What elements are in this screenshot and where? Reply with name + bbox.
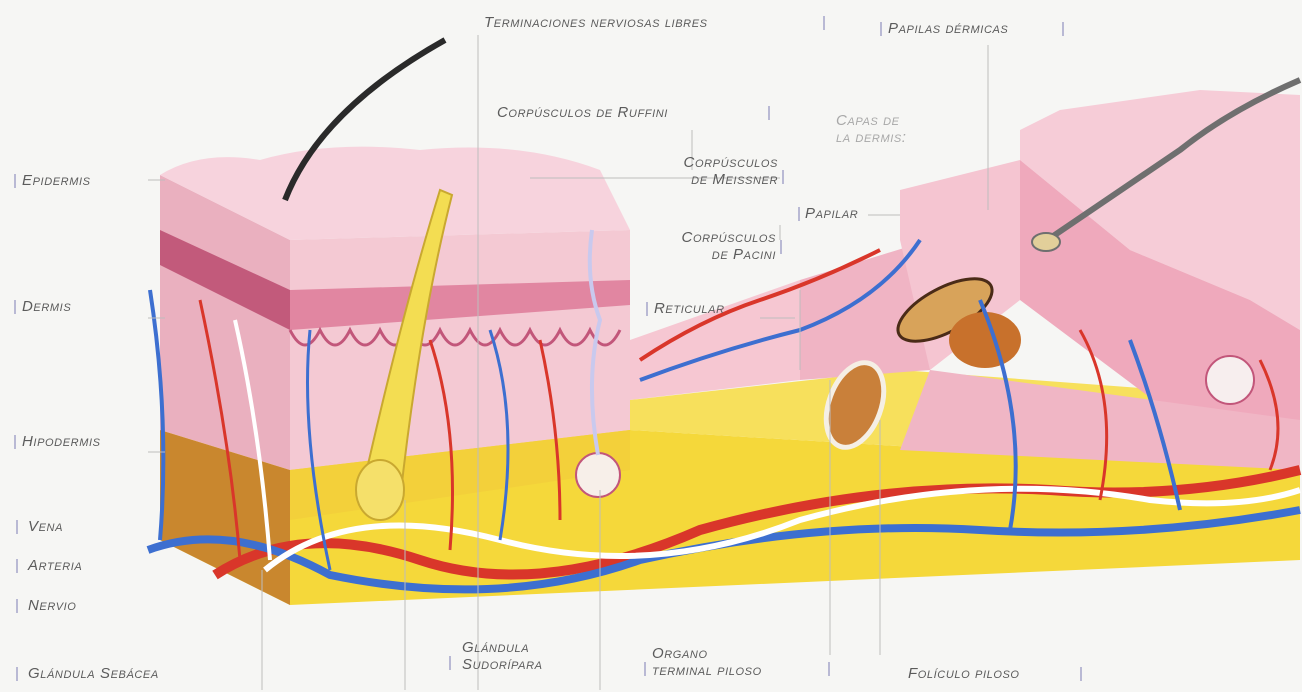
label-tick [16, 599, 18, 613]
front-face [290, 230, 630, 470]
label-corpusculos-ruffini: Corpúsculos de Ruffini [497, 104, 668, 121]
label-tick [782, 170, 784, 184]
label-capas-line1: Capas de [836, 112, 946, 129]
label-meissner-line2: de Meissner [618, 171, 778, 188]
label-glandula-sudoripara: Glándula Sudorípara [462, 639, 602, 673]
label-organo-terminal-piloso: Organo terminal piloso [652, 645, 832, 679]
label-terminaciones-nerviosas-libres: Terminaciones nerviosas libres [484, 14, 708, 31]
label-tick [823, 16, 825, 30]
label-nervio: Nervio [28, 597, 76, 614]
hair-bulb [356, 460, 404, 520]
label-corpusculos-pacini: Corpúsculos de Pacini [626, 229, 776, 263]
label-pacini-line1: Corpúsculos [626, 229, 776, 246]
label-pacini-line2: de Pacini [626, 246, 776, 263]
label-tick [768, 106, 770, 120]
label-organo-line1: Organo [652, 645, 832, 662]
label-tick [16, 520, 18, 534]
label-tick [828, 662, 830, 676]
label-tick [14, 300, 16, 314]
label-tick [16, 559, 18, 573]
label-tick [780, 240, 782, 254]
label-tick [14, 174, 16, 188]
label-tick [644, 662, 646, 676]
label-tick [1062, 22, 1064, 36]
label-glandula-sebacea: Glándula Sebácea [28, 665, 159, 682]
label-meissner-line1: Corpúsculos [618, 154, 778, 171]
label-hipodermis: Hipodermis [22, 433, 101, 450]
label-capas-dermis: Capas de la dermis: [836, 112, 946, 146]
label-epidermis: Epidermis [22, 172, 91, 189]
label-vena: Vena [28, 518, 63, 535]
sweat-gland-right [1206, 356, 1254, 404]
label-tick [14, 435, 16, 449]
hair-root-right [1032, 233, 1060, 251]
label-dermis: Dermis [22, 298, 71, 315]
label-tick [798, 207, 800, 221]
label-tick [880, 22, 882, 36]
label-sudoripara-line1: Glándula [462, 639, 602, 656]
label-capas-line2: la dermis: [836, 129, 946, 146]
label-corpusculos-meissner: Corpúsculos de Meissner [618, 154, 778, 188]
label-foliculo-piloso: Folículo piloso [908, 665, 1020, 682]
label-sudoripara-line2: Sudorípara [462, 656, 602, 673]
label-organo-line2: terminal piloso [652, 662, 832, 679]
label-papilas-dermicas: Papilas dérmicas [888, 20, 1008, 37]
label-tick [646, 302, 648, 316]
label-arteria: Arteria [28, 557, 82, 574]
label-tick [449, 656, 451, 670]
middle-dermis [630, 280, 800, 400]
sweat-gland [576, 453, 620, 497]
label-papilar: Papilar [805, 205, 858, 222]
sebaceous-right [949, 312, 1021, 368]
label-tick [1080, 667, 1082, 681]
label-tick [16, 667, 18, 681]
label-reticular: Reticular [654, 300, 725, 317]
